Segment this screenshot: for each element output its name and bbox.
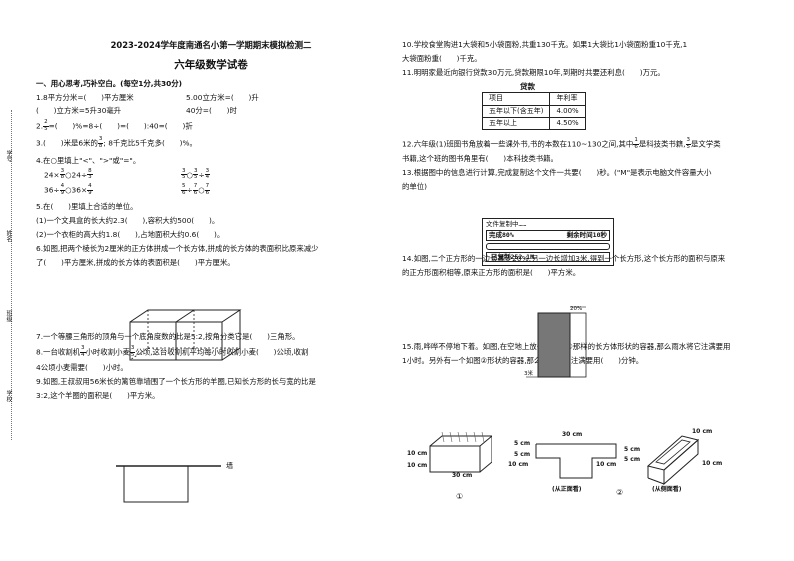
question-11: 11.明明家最近向银行贷款30万元,贷款期限10年,到期时共要还利息( )万元。 xyxy=(402,67,665,77)
label-3-meters: 3米 xyxy=(524,371,533,377)
dotted-cut-line xyxy=(11,110,12,440)
fig2-height-1: 10 cm xyxy=(508,461,529,468)
q1-part-c: ( )立方米=5升30毫升 xyxy=(36,106,122,116)
fig1-height-2: 10 cm xyxy=(407,462,428,469)
left-column: 2023-2024学年度南通名小第一学期期末模拟检测二 六年级数学试卷 一、用心… xyxy=(36,40,386,503)
exam-title: 2023-2024学年度南通名小第一学期期末模拟检测二 xyxy=(110,40,312,50)
question-6b: 了( )平方厘米,拼成的长方体的表面积是( )平方厘米。 xyxy=(36,257,235,267)
q1-part-d: 40分=( )时 xyxy=(186,106,237,116)
label-student-number: 学号 xyxy=(5,150,12,162)
cube-figure xyxy=(129,309,242,361)
sheep-pen-figure xyxy=(116,465,221,503)
question-6a: 6.如图,把两个棱长为2厘米的正方体拼成一个长方体,拼成的长方体的表面积比原来减… xyxy=(36,243,319,253)
right-column: 10.学校食堂购进1大袋和5小袋面粉,共重130千克。如果1大袋比1小袋面粉重1… xyxy=(402,40,782,501)
question-7: 7.一个等腰三角形的顶角与一个底角度数的比是5:2,按角分类它是( )三角形。 xyxy=(36,331,300,341)
fig2-side-1: 5 cm xyxy=(514,440,531,447)
label-20-percent: 20% xyxy=(570,306,583,312)
square-figure xyxy=(526,306,587,378)
question-8b: 4公顷小麦需要( )小时。 xyxy=(36,363,128,373)
question-5: 5.在( )里填上合适的单位。 xyxy=(36,201,138,211)
wall-label: 墙 xyxy=(226,462,233,470)
binding-strip: 学号 姓名 班级 学校 xyxy=(2,110,24,440)
container-figure-3 xyxy=(646,435,700,486)
question-10a: 10.学校食堂购进1大袋和5小袋面粉,共重130千克。如果1大袋比1小袋面粉重1… xyxy=(402,40,688,49)
label-class: 班级 xyxy=(5,310,12,322)
question-9a: 9.如图,王叔叔用56米长的篱笆靠墙围了一个长方形的羊圈,已知长方形的长与宽的比… xyxy=(36,377,316,386)
question-5a: (1)一个文具盒的长大约2.3( ),容积大约500( )。 xyxy=(36,215,220,225)
question-10b: 大袋面粉重( )千克。 xyxy=(402,53,482,63)
fig3-side-2: 5 cm xyxy=(624,456,641,463)
question-4: 4.在○里填上"<"、">"或"="。 xyxy=(36,155,141,165)
question-5b: (2)一个衣柜的高大约1.8( ),占地面积大约0.6( )。 xyxy=(36,229,225,239)
fig1-height-1: 10 cm xyxy=(407,450,428,457)
progress-bar xyxy=(486,242,610,250)
fig1-width: 30 cm xyxy=(452,472,473,479)
file-copy-dialog: 文件复制中…… 完成80%剩余时间10秒 已复制252.1M xyxy=(482,218,614,266)
question-14b: 的正方形面积相等,原来正方形的面积是( )平方米。 xyxy=(402,267,581,277)
copy-status-title: 文件复制中…… xyxy=(486,220,527,228)
loan-table-caption: 贷款 xyxy=(520,81,535,91)
table-row: 五年以下(含五年)4.00% xyxy=(481,104,586,118)
question-13a: 13.根据图中的信息进行计算,完成复制这个文件一共要( )秒。("M"是表示电脑… xyxy=(402,167,712,177)
table-row: 项目年利率 xyxy=(481,92,586,106)
q1-part-a: 1.8平方分米=( )平方厘米 xyxy=(36,92,134,102)
fig1-label: ① xyxy=(456,492,464,501)
fig2-label: ② xyxy=(616,488,624,497)
q2-number: 2. xyxy=(36,121,44,131)
label-name: 姓名 xyxy=(5,230,12,242)
container-figure-2 xyxy=(535,443,617,479)
fig2-height-2: 10 cm xyxy=(596,461,617,468)
fig3-side-1: 5 cm xyxy=(624,446,641,453)
question-1: 1.8平方分米=( )平方厘米 5.00立方米=( )升 xyxy=(36,93,386,103)
fig2-side-2: 5 cm xyxy=(514,451,531,458)
question-15b: 1小时。另外有一个如图②形状的容器,那么雨水将它注满要用( )分钟。 xyxy=(402,355,644,365)
label-school: 学校 xyxy=(5,390,12,402)
question-12b: 书籍,这个班的图书角里有( )本科技类书籍。 xyxy=(402,153,558,163)
question-9b: 3:2,这个羊圈的面积是( )平方米。 xyxy=(36,390,160,400)
q1-part-b: 5.00立方米=( )升 xyxy=(186,92,259,102)
fig3-top: 10 cm xyxy=(692,428,713,435)
section-heading: 一、用心思考,巧补空白。(每空1分,共30分) xyxy=(36,78,183,88)
copied-size: 已复制252.1M xyxy=(486,251,610,263)
question-1-line2: ( )立方米=5升30毫升 40分=( )时 xyxy=(36,106,386,116)
question-14a: 14.如图,二个正方形的一边长减少20%,另一边长增加3米,得到一个长方形,这个… xyxy=(402,253,726,263)
fig2-top: 30 cm xyxy=(562,431,583,438)
q2-text: =( )%=8÷( )=( ):40=( )折 xyxy=(48,121,193,131)
copy-progress-row: 完成80%剩余时间10秒 xyxy=(486,229,610,241)
container-figure-1 xyxy=(429,432,492,473)
exam-subtitle: 六年级数学试卷 xyxy=(174,59,248,72)
fig3-caption: (从侧面看) xyxy=(652,486,682,493)
fig2-caption: (从正面看) xyxy=(552,486,582,493)
question-13b: 的单位) xyxy=(402,181,428,191)
fig3-bottom: 10 cm xyxy=(702,460,723,467)
